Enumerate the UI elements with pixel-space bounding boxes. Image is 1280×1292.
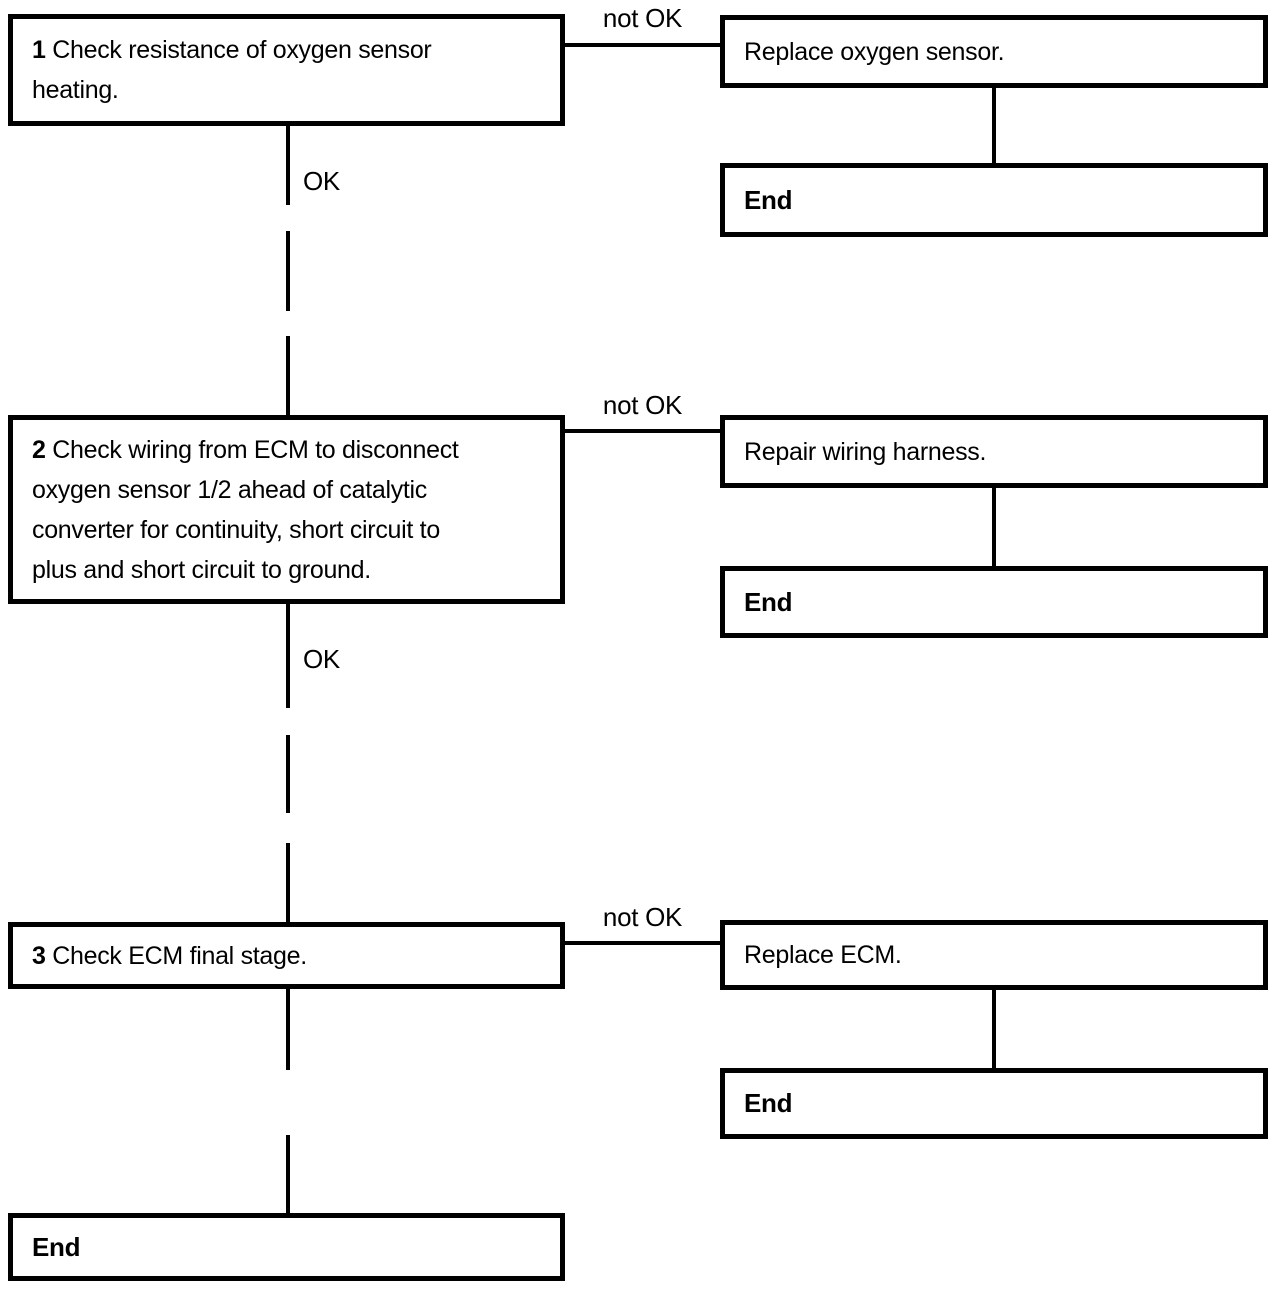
step-1-action-to-end-connector — [992, 87, 996, 164]
step-2-end-box: End — [720, 566, 1268, 638]
step-3-line-1: Check ECM final stage. — [52, 941, 307, 970]
step-2-ok-connector-segment-1 — [286, 603, 290, 708]
step-2-action-box: Repair wiring harness. — [720, 415, 1268, 488]
step-3-end-box: End — [720, 1068, 1268, 1139]
step-2-number: 2 — [32, 435, 46, 464]
step-3-number: 3 — [32, 941, 46, 970]
step-3-down-connector-segment-1 — [286, 988, 290, 1070]
step-1-end-text: End — [744, 184, 793, 215]
step-1-ok-connector-segment-3 — [286, 336, 290, 416]
step-3-text: 3 Check ECM final stage. — [13, 936, 347, 976]
step-1-action-text: Replace oxygen sensor. — [744, 37, 1005, 66]
step-3-end-text: End — [744, 1088, 793, 1118]
step-1-end-box: End — [720, 163, 1268, 237]
step-2-action-to-end-connector — [992, 487, 996, 566]
step-3-down-connector-segment-2 — [286, 1135, 290, 1213]
step-2-ok-label: OK — [303, 644, 340, 674]
step-2-text: 2 Check wiring from ECM to disconnect ox… — [13, 430, 499, 590]
step-1-ok-connector-segment-1 — [286, 125, 290, 205]
step-1-line-1: Check resistance of oxygen sensor — [52, 36, 432, 64]
step-2-not-ok-label: not OK — [602, 390, 683, 420]
step-2-ok-connector-segment-3 — [286, 843, 290, 923]
step-2-line-1: Check wiring from ECM to disconnect — [52, 435, 459, 464]
step-2-box: 2 Check wiring from ECM to disconnect ox… — [8, 415, 565, 604]
step-3-action-box: Replace ECM. — [720, 920, 1268, 990]
final-end-box: End — [8, 1213, 565, 1281]
step-3-action-text: Replace ECM. — [744, 941, 902, 969]
step-1-line-2: heating. — [32, 76, 119, 104]
step-1-not-ok-connector — [563, 43, 722, 47]
step-2-line-4: plus and short circuit to ground. — [32, 555, 371, 584]
final-end-text: End — [32, 1231, 81, 1262]
step-1-action-box: Replace oxygen sensor. — [720, 15, 1268, 88]
step-2-action-text: Repair wiring harness. — [744, 437, 987, 466]
step-3-not-ok-connector — [563, 941, 722, 945]
step-3-not-ok-label: not OK — [602, 902, 683, 932]
step-3-box: 3 Check ECM final stage. — [8, 922, 565, 989]
step-1-text: 1 Check resistance of oxygen sensor heat… — [13, 30, 471, 110]
step-2-line-2: oxygen sensor 1/2 ahead of catalytic — [32, 475, 428, 504]
step-1-not-ok-label: not OK — [602, 3, 683, 33]
step-2-ok-connector-segment-2 — [286, 735, 290, 813]
step-1-box: 1 Check resistance of oxygen sensor heat… — [8, 14, 565, 126]
step-1-number: 1 — [32, 36, 46, 64]
step-1-ok-connector-segment-2 — [286, 231, 290, 311]
step-2-not-ok-connector — [563, 429, 722, 433]
step-2-end-text: End — [744, 586, 793, 617]
step-2-line-3: converter for continuity, short circuit … — [32, 515, 440, 544]
step-3-action-to-end-connector — [992, 989, 996, 1068]
step-1-ok-label: OK — [303, 166, 340, 196]
